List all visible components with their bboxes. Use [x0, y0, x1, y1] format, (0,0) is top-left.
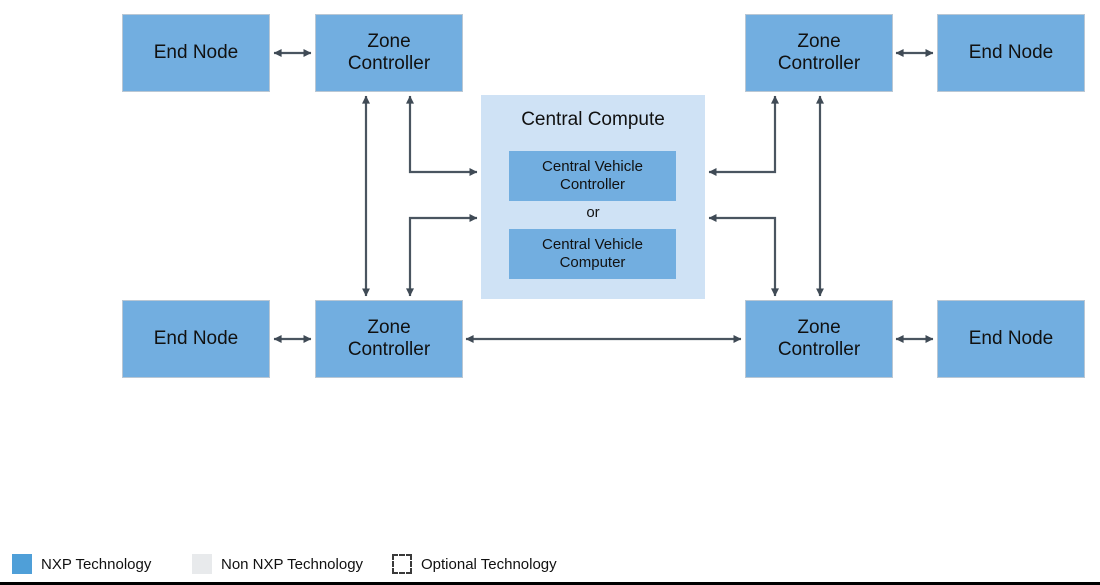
central-compute-panel: Central Compute Central Vehicle Controll… [481, 95, 705, 299]
zone-controller-top-right-line1: Zone [797, 30, 841, 52]
zone-controller-bottom-right-line2: Controller [777, 339, 861, 360]
legend-label-non-nxp: Non NXP Technology [221, 555, 364, 573]
central-vehicle-controller-line1: Central Vehicle [542, 158, 643, 175]
end-node-top-left-label: End Node [153, 41, 239, 63]
zone-controller-top-left-line1: Zone [367, 30, 411, 52]
zone-controller-bottom-left-line2: Controller [347, 339, 431, 360]
legend-swatch-nxp-icon [12, 554, 32, 574]
central-vehicle-computer-line1: Central Vehicle [542, 236, 643, 253]
zone-controller-bottom-right-line1: Zone [797, 316, 841, 338]
legend-item-optional-technology: Optional Technology [392, 554, 557, 574]
end-node-bottom-right: End Node [937, 300, 1085, 378]
zone-controller-top-right: Zone Controller [745, 14, 893, 92]
legend-item-nxp-technology: NXP Technology [12, 554, 151, 574]
architecture-diagram: Central Compute Central Vehicle Controll… [122, 14, 1085, 378]
legend-swatch-optional-dashed-icon [392, 554, 412, 574]
legend: NXP Technology Non NXP Technology Option… [0, 545, 1100, 585]
legend-label-optional: Optional Technology [421, 555, 557, 573]
zone-controller-bottom-right: Zone Controller [745, 300, 893, 378]
zone-controller-bottom-left: Zone Controller [315, 300, 463, 378]
central-vehicle-controller-box: Central Vehicle Controller [509, 151, 676, 201]
zone-controller-top-left-line2: Controller [347, 53, 431, 74]
end-node-bottom-right-label: End Node [968, 327, 1054, 349]
central-compute-or-label: or [586, 204, 600, 221]
end-node-bottom-left: End Node [122, 300, 270, 378]
central-vehicle-computer-line2: Computer [559, 254, 626, 271]
link-zone-top-right-central-upper [708, 95, 779, 176]
legend-swatch-non-nxp-icon [192, 554, 212, 574]
zone-controller-top-left: Zone Controller [315, 14, 463, 92]
central-compute-title: Central Compute [521, 109, 665, 130]
zone-controller-bottom-left-line1: Zone [367, 316, 411, 338]
link-zone-bottom-right-central-lower [708, 214, 779, 297]
zone-controller-top-right-line2: Controller [777, 53, 861, 74]
legend-item-non-nxp-technology: Non NXP Technology [192, 554, 363, 574]
central-vehicle-computer-box: Central Vehicle Computer [509, 229, 676, 279]
legend-label-nxp: NXP Technology [41, 555, 152, 573]
end-node-top-right-label: End Node [968, 41, 1054, 63]
end-node-top-right: End Node [937, 14, 1085, 92]
end-node-top-left: End Node [122, 14, 270, 92]
link-zone-top-left-central-upper [406, 95, 478, 176]
connector-layer [273, 49, 934, 343]
central-vehicle-controller-line2: Controller [559, 176, 626, 193]
end-node-bottom-left-label: End Node [153, 327, 239, 349]
link-zone-bottom-left-central-lower [406, 214, 478, 297]
